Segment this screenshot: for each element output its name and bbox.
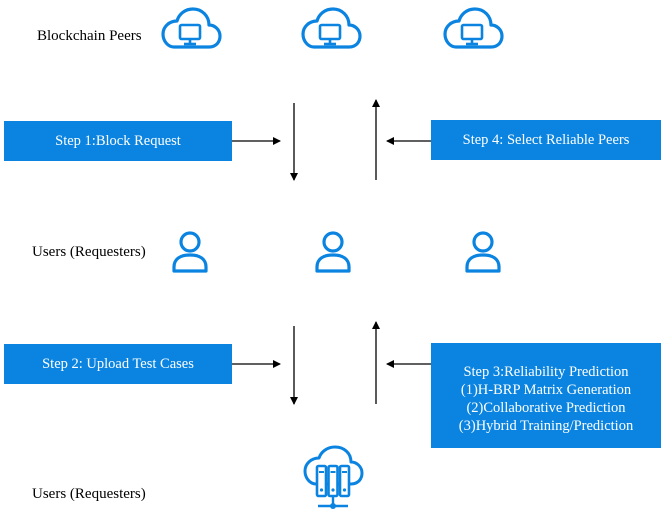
- label-blockchain-peers: Blockchain Peers: [37, 28, 142, 44]
- step-3-reliability-prediction-box: Step 3:Reliability Prediction (1)H-BRP M…: [431, 343, 661, 448]
- step-3-line-1: (1)H-BRP Matrix Generation: [460, 381, 632, 398]
- cloud-server-icon: [303, 445, 364, 509]
- step-3-line-2: (2)Collaborative Prediction: [466, 399, 626, 416]
- step-1-block-request-box: Step 1:Block Request: [4, 121, 232, 161]
- step-4-select-reliable-peers-box: Step 4: Select Reliable Peers: [431, 120, 661, 160]
- step-1-label: Step 1:Block Request: [55, 133, 181, 149]
- user-icon: [465, 231, 501, 273]
- user-icon: [172, 231, 208, 273]
- step-3-line-3: (3)Hybrid Training/Prediction: [458, 417, 634, 434]
- label-users-requesters: Users (Requesters): [32, 244, 146, 260]
- step-2-label: Step 2: Upload Test Cases: [42, 356, 194, 372]
- step-2-upload-test-cases-box: Step 2: Upload Test Cases: [4, 344, 232, 384]
- cloud-computer-icon: [443, 7, 504, 49]
- user-icon: [315, 231, 351, 273]
- step-4-label: Step 4: Select Reliable Peers: [462, 132, 630, 148]
- label-users-requesters-bottom: Users (Requesters): [32, 486, 146, 502]
- step-3-title: Step 3:Reliability Prediction: [463, 363, 629, 380]
- cloud-computer-icon: [301, 7, 362, 49]
- cloud-computer-icon: [161, 7, 222, 49]
